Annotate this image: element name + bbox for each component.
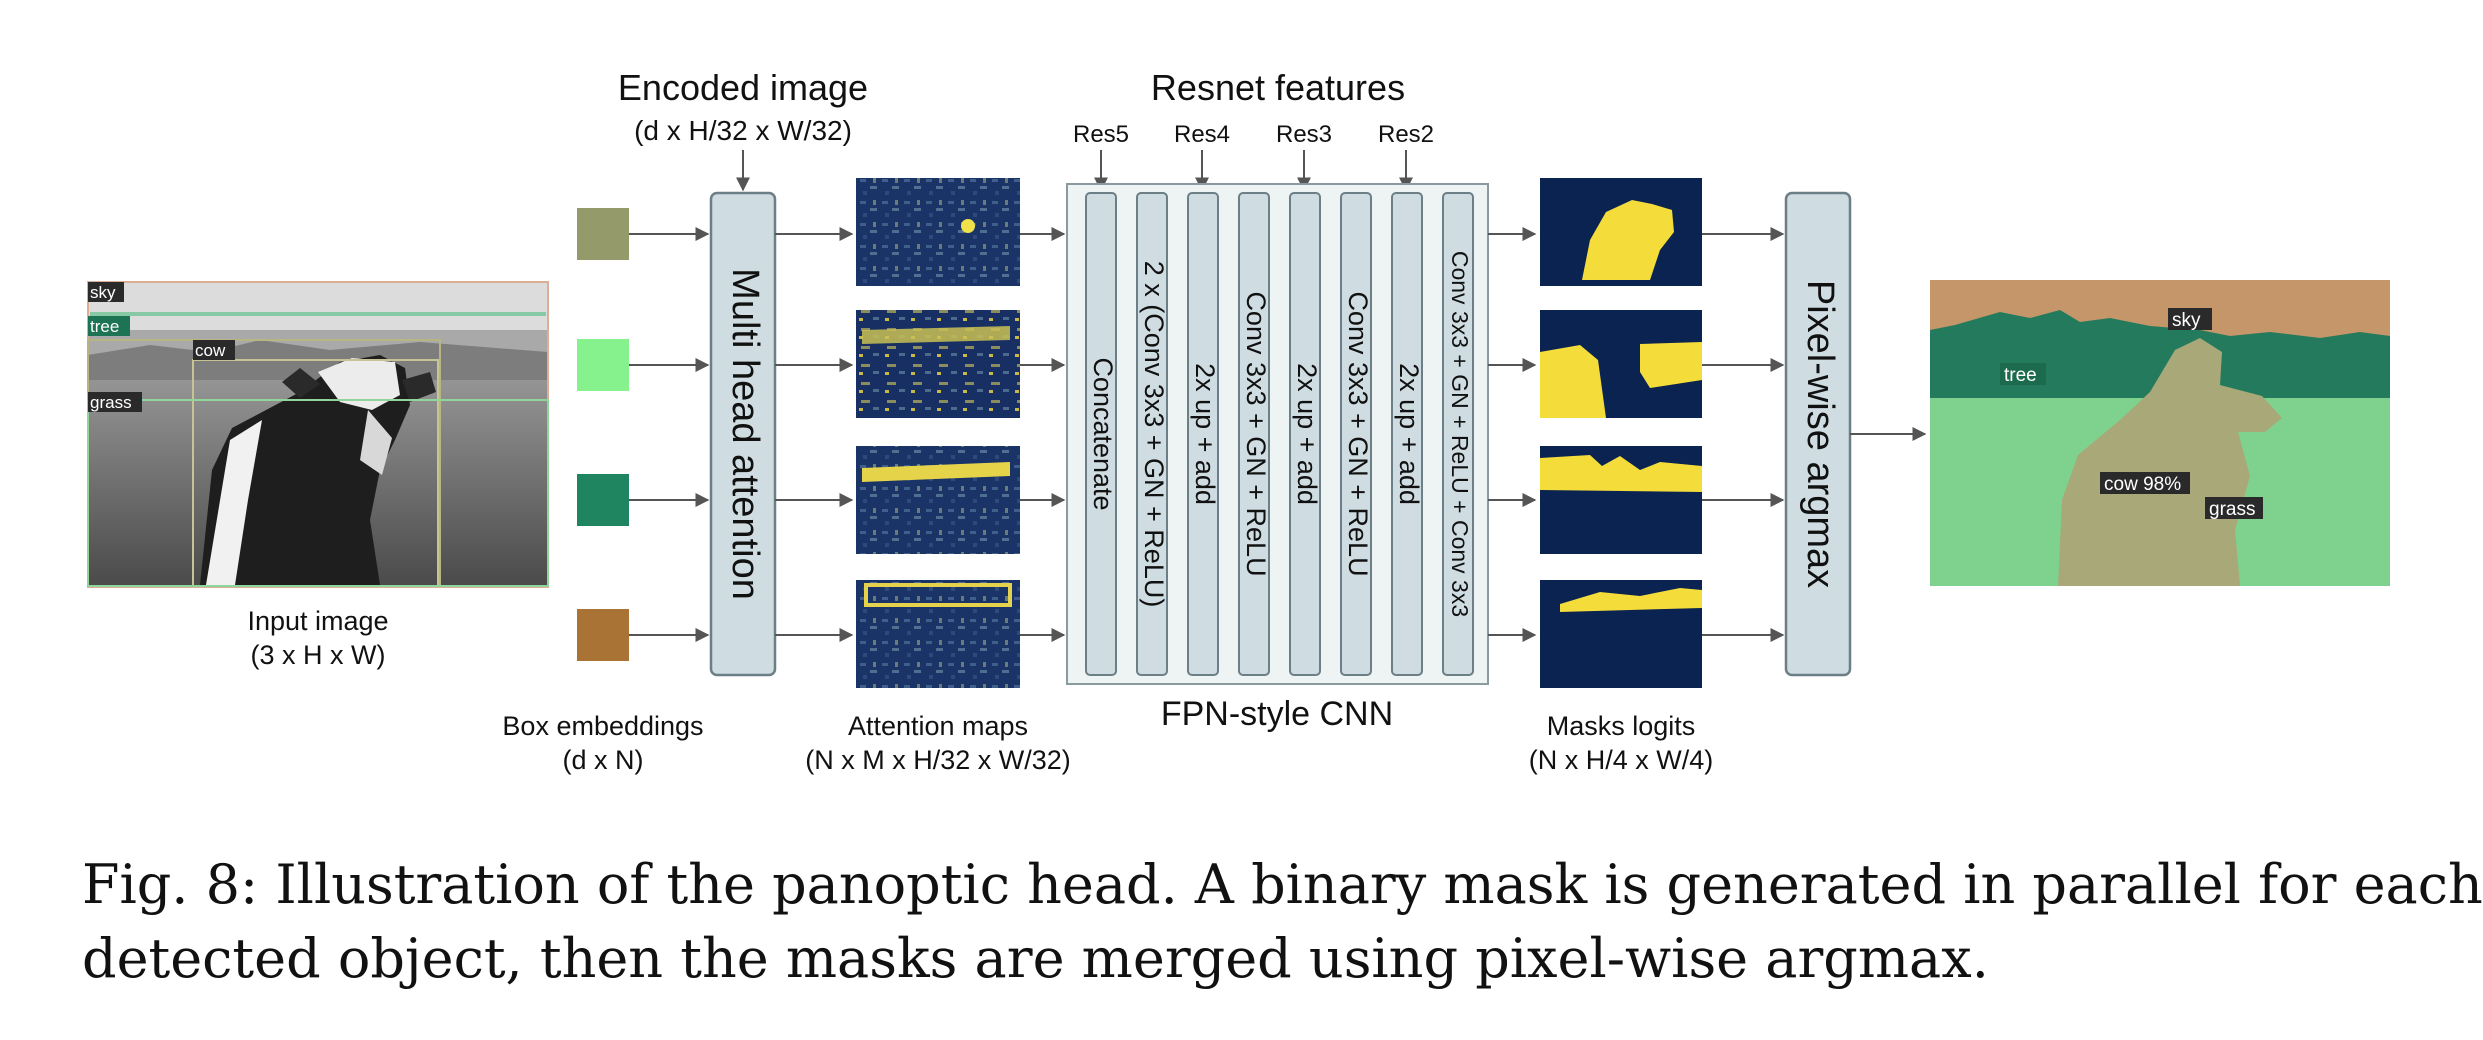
figure-caption: Fig. 8: Illustration of the panoptic hea…: [82, 848, 2483, 996]
fpn-layer-3: [1187, 192, 1219, 676]
output-label-tree: tree: [2004, 365, 2037, 386]
pixel-wise-argmax-label: Pixel-wise argmax: [1799, 280, 1841, 588]
output-label-cow: cow 98%: [2104, 474, 2181, 495]
fpn-layer-5-label: 2x up + add: [1292, 363, 1322, 505]
attention-map-4: [856, 580, 1020, 688]
box-embedding-swatch-4: [577, 609, 629, 661]
caption-line-2: detected object, then the masks are merg…: [82, 927, 1989, 990]
input-box-label-cow: cow: [195, 341, 226, 360]
resnet-taps: Res5 Res4 Res3 Res2: [1073, 121, 1434, 148]
multi-head-attention-label: Multi head attention: [724, 268, 766, 600]
mask-logits-dims: (N x H/4 x W/4): [1529, 745, 1714, 775]
output-label-sky: sky: [2172, 310, 2201, 331]
resnet-tap-res3: Res3: [1276, 121, 1332, 148]
cow-photo-shape: [200, 355, 436, 585]
attention-map-2: [856, 310, 1020, 418]
resnet-tap-res5: Res5: [1073, 121, 1129, 148]
box-embedding-swatch-2: [577, 339, 629, 391]
fpn-layer-4: [1238, 192, 1270, 676]
caption-line-1: Fig. 8: Illustration of the panoptic hea…: [82, 853, 2483, 916]
fpn-layer-1-label: Concatenate: [1088, 357, 1118, 510]
fpn-layer-2: [1136, 192, 1168, 676]
encoded-image-dims: (d x H/32 x W/32): [634, 115, 852, 146]
fpn-layer-8-label: Conv 3x3 + GN + ReLU + Conv 3x3: [1447, 251, 1473, 617]
output-label-grass: grass: [2209, 499, 2255, 520]
input-box-label-tree: tree: [90, 317, 119, 336]
attention-maps-label: Attention maps: [848, 711, 1028, 741]
encoded-image-label: Encoded image: [618, 67, 868, 108]
input-image: sky tree cow grass: [87, 281, 549, 588]
box-embeddings-dims: (d x N): [563, 745, 644, 775]
mask-logits-label: Masks logits: [1547, 711, 1696, 741]
box-embeddings-label: Box embeddings: [502, 711, 703, 741]
resnet-features-label: Resnet features: [1151, 67, 1405, 108]
input-box-label-grass: grass: [90, 393, 132, 412]
fpn-layer-4-label: Conv 3x3 + GN + ReLU: [1241, 291, 1271, 576]
input-image-dims: (3 x H x W): [251, 640, 386, 670]
fpn-layer-3-label: 2x up + add: [1190, 363, 1220, 505]
fpn-layer-6-label: Conv 3x3 + GN + ReLU: [1343, 291, 1373, 576]
box-embeddings: [577, 208, 629, 661]
fpn-layers: [1085, 192, 1474, 676]
input-image-label: Input image: [247, 606, 388, 636]
fpn-layer-5: [1289, 192, 1321, 676]
fpn-layer-6: [1340, 192, 1372, 676]
attention-maps: [856, 178, 1020, 688]
mask-logits: [1540, 178, 1702, 688]
panoptic-head-diagram: sky tree cow grass Input image (3 x H x …: [87, 67, 2390, 775]
fpn-layer-1: [1085, 192, 1117, 676]
fpn-layer-8: [1442, 192, 1474, 676]
resnet-tap-res4: Res4: [1174, 121, 1230, 148]
fpn-layer-7-label: 2x up + add: [1394, 363, 1424, 505]
resnet-tap-res2: Res2: [1378, 121, 1434, 148]
attention-map-3: [856, 446, 1020, 554]
fpn-label: FPN-style CNN: [1161, 695, 1393, 733]
fpn-layer-7: [1391, 192, 1423, 676]
box-embedding-swatch-1: [577, 208, 629, 260]
input-box-label-sky: sky: [90, 283, 116, 302]
box-embedding-swatch-3: [577, 474, 629, 526]
attention-map-1: [856, 178, 1020, 286]
multi-head-attention-block: [709, 191, 777, 677]
fpn-layer-2-label: 2 x (Conv 3x3 + GN + ReLU): [1139, 261, 1169, 608]
attention-maps-dims: (N x M x H/32 x W/32): [805, 745, 1071, 775]
output-segmentation: sky tree cow 98% grass: [1930, 280, 2390, 586]
